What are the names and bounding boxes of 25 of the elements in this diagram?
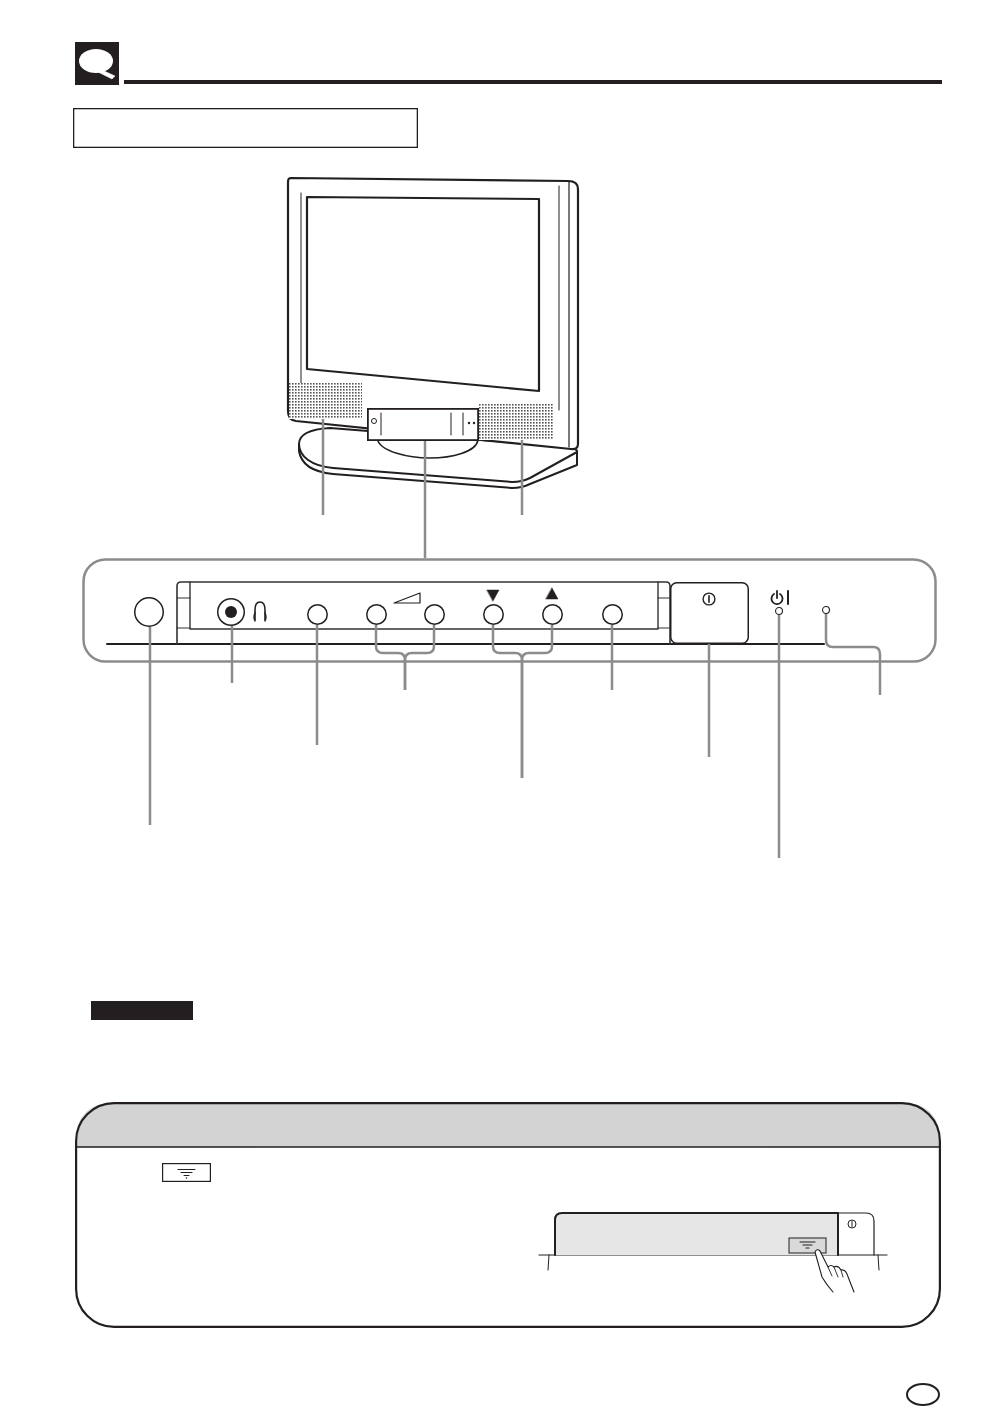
tip-panel: [75, 1102, 941, 1328]
leader-line: [610, 625, 614, 690]
leader-line: [707, 644, 711, 757]
sensor-window: [134, 597, 164, 627]
leader-line: [403, 625, 436, 690]
note-bar: [91, 1001, 193, 1020]
leader-line: [777, 615, 781, 858]
push-button: [307, 604, 328, 625]
headphone-jack: [217, 598, 245, 626]
title-frame: [73, 108, 418, 148]
light-sensor: [822, 606, 830, 614]
leader-line: [520, 625, 554, 778]
push-button: [483, 604, 504, 625]
control-panel-closeup: [82, 558, 937, 663]
page-number-frame: [906, 1383, 940, 1406]
push-button: [366, 604, 387, 625]
indicator-lamp: [775, 607, 783, 615]
leader-line: [824, 614, 882, 695]
leader-line: [230, 626, 234, 683]
power-switch: [670, 582, 749, 644]
push-button: [424, 604, 445, 625]
leader-line: [148, 627, 152, 825]
push-button: [602, 604, 623, 625]
push-button: [542, 604, 563, 625]
leader-line: [315, 625, 319, 745]
